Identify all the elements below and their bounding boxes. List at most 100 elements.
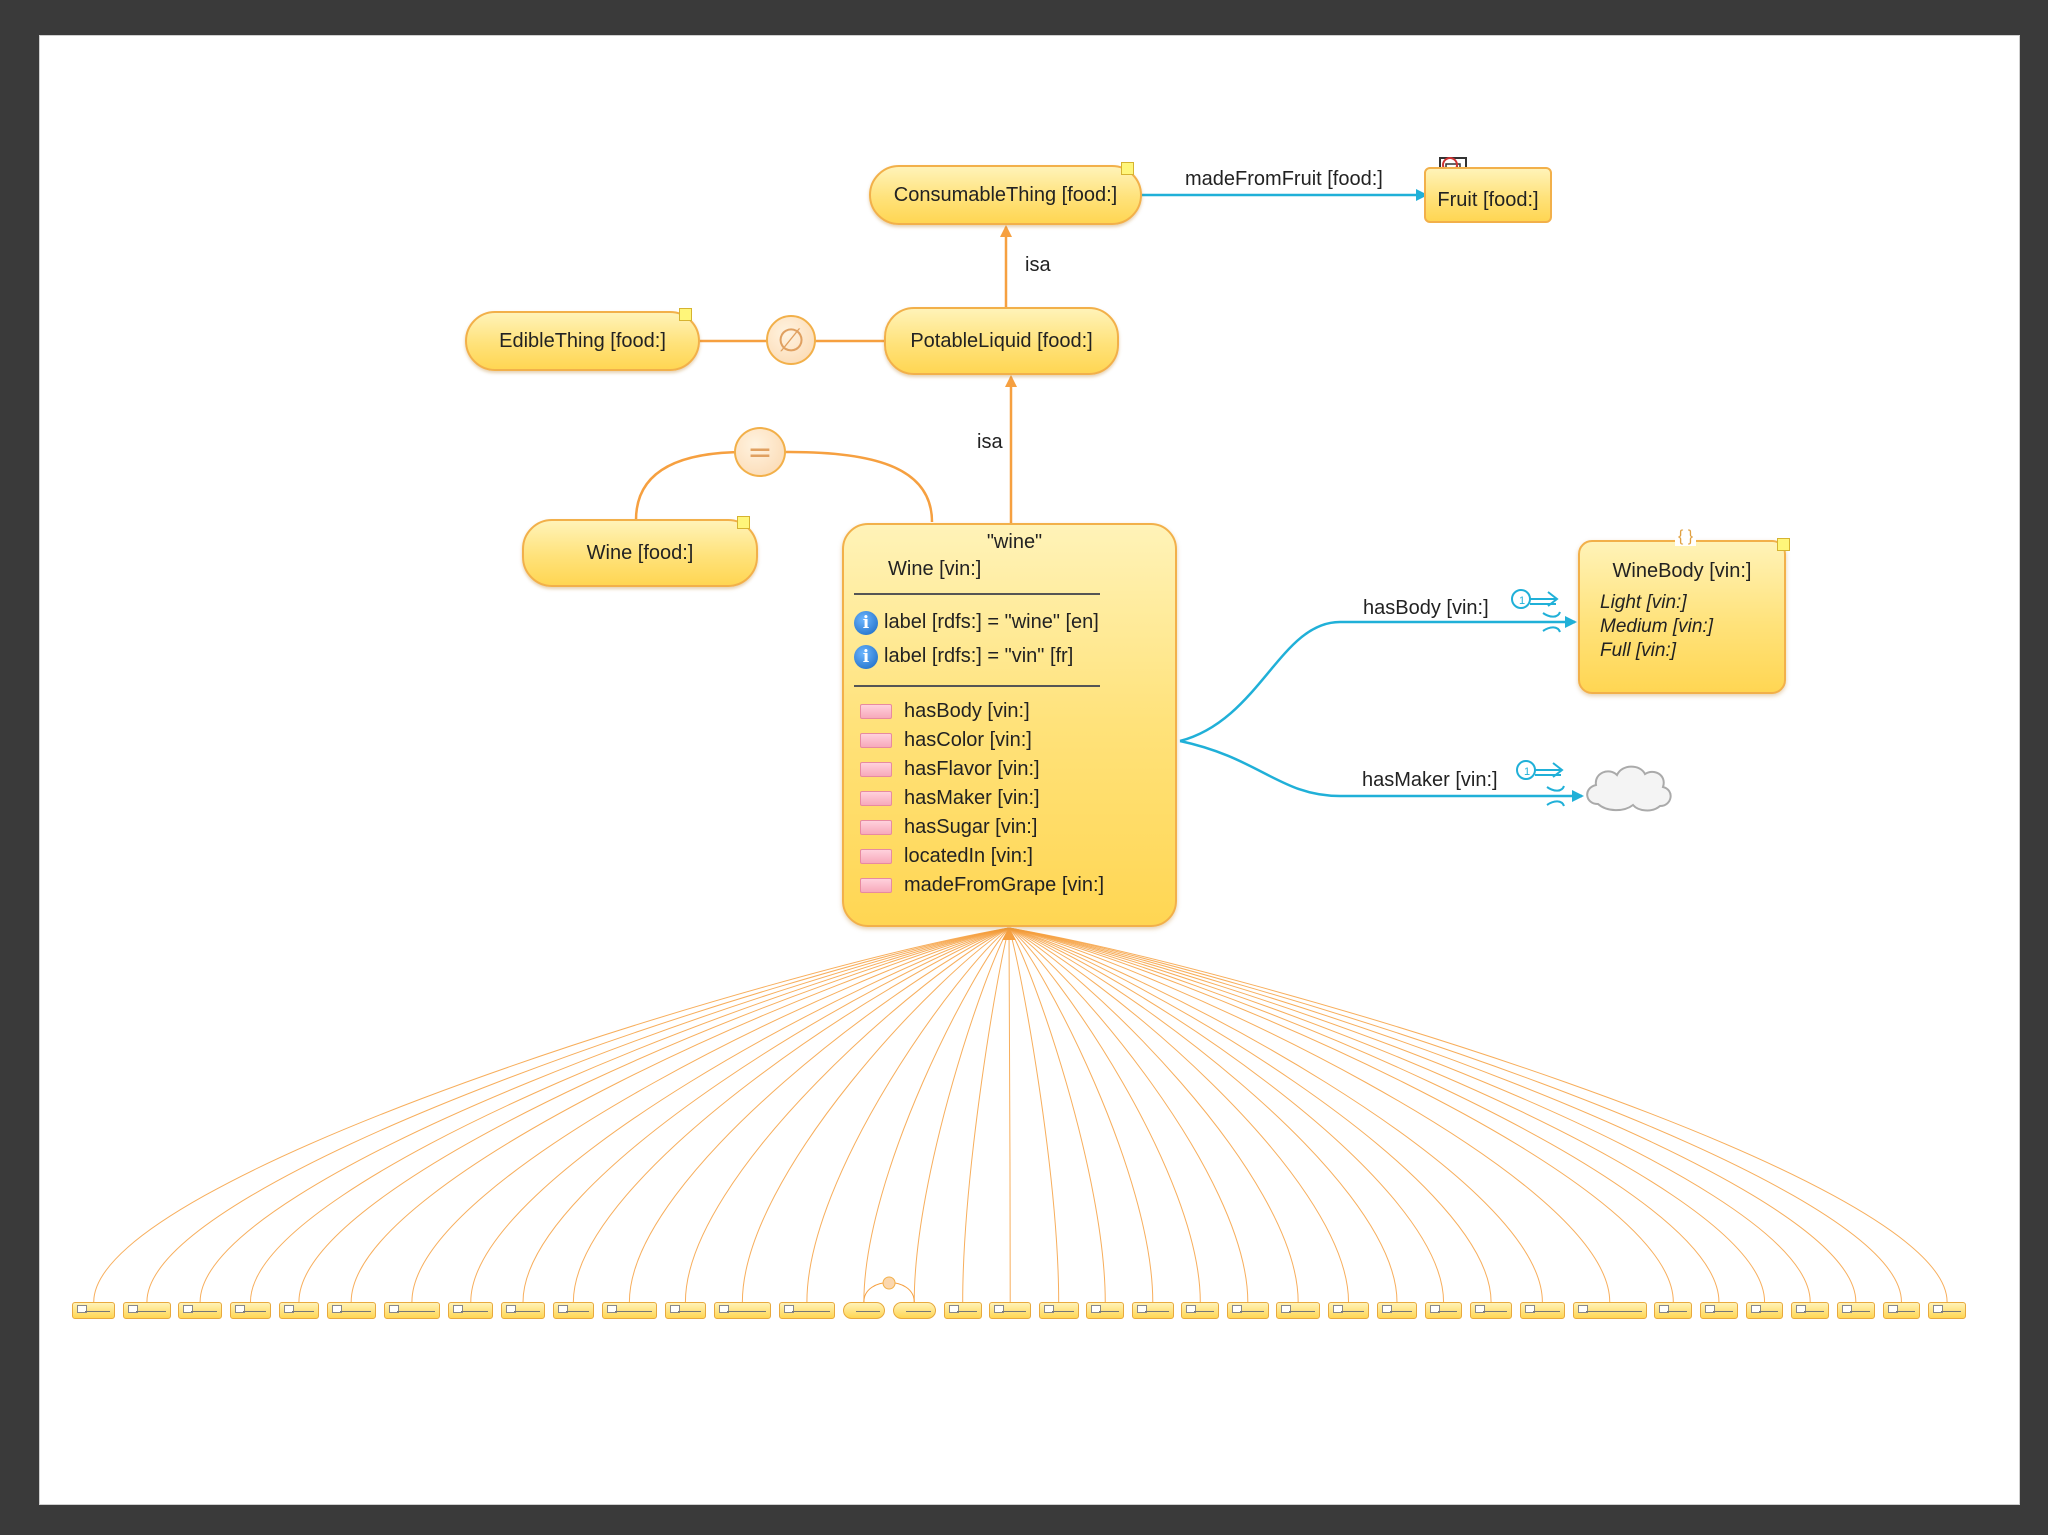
subclass-isa-edge: [1008, 927, 1611, 1303]
subclass-node[interactable]: [1038, 1302, 1079, 1319]
subclass-text-line: [856, 1311, 880, 1312]
subclass-node[interactable]: [178, 1302, 222, 1319]
subclass-node[interactable]: [1424, 1302, 1463, 1319]
subclass-node[interactable]: [1745, 1302, 1784, 1319]
wine-body-node[interactable]: { } WineBody [vin:] Light [vin:]Medium […: [1578, 528, 1790, 694]
has-body-label: hasBody [vin:]: [1363, 597, 1489, 619]
equivalent-symbol[interactable]: =: [734, 427, 786, 477]
equivalent-edge[interactable]: [634, 450, 934, 523]
subclass-icon: [1887, 1305, 1898, 1313]
subclass-text-line: [242, 1311, 267, 1312]
subclass-isa-edge: [1008, 927, 1299, 1303]
subclass-node[interactable]: [1470, 1302, 1512, 1319]
subclass-node[interactable]: [1928, 1302, 1966, 1319]
property-icon: [860, 878, 892, 894]
subclass-node[interactable]: [1227, 1302, 1269, 1319]
property-row[interactable]: hasMaker [vin:]: [860, 784, 1175, 813]
subclass-isa-edge: [1008, 927, 1766, 1303]
subclass-node[interactable]: [843, 1302, 885, 1319]
equivalent-glyph: =: [747, 434, 773, 470]
subclass-node[interactable]: [229, 1302, 272, 1319]
subclass-node[interactable]: [1519, 1302, 1566, 1319]
subclass-icon: [606, 1305, 617, 1313]
subclass-node[interactable]: [1572, 1302, 1647, 1319]
subclass-node[interactable]: [326, 1302, 376, 1319]
subclass-node[interactable]: [664, 1302, 707, 1319]
subclass-node[interactable]: [552, 1302, 595, 1319]
subclass-node[interactable]: [892, 1302, 936, 1319]
isa-label-upper: isa: [1025, 254, 1051, 276]
subclass-node[interactable]: [943, 1302, 982, 1319]
subclass-icon: [1186, 1305, 1197, 1313]
subclass-node[interactable]: [123, 1302, 171, 1319]
subclass-icon: [506, 1305, 517, 1313]
subclass-node[interactable]: [1327, 1302, 1370, 1319]
subclass-node[interactable]: [448, 1302, 494, 1319]
subclass-node[interactable]: [383, 1302, 441, 1319]
subclass-node[interactable]: [989, 1302, 1031, 1319]
has-maker-edge[interactable]: [1179, 739, 1584, 802]
property-row[interactable]: hasFlavor [vin:]: [860, 755, 1175, 784]
subclass-node[interactable]: [1181, 1302, 1220, 1319]
subclass-node[interactable]: [1276, 1302, 1320, 1319]
fruit-node[interactable]: Fruit [food:]: [1424, 167, 1552, 223]
has-body-edge[interactable]: [1179, 616, 1577, 743]
subclass-node[interactable]: [778, 1302, 836, 1319]
wine-body-value[interactable]: Full [vin:]: [1600, 640, 1677, 661]
subclass-node[interactable]: [1836, 1302, 1875, 1319]
subclass-node[interactable]: [1131, 1302, 1174, 1319]
subclass-isa-edge: [199, 927, 1010, 1303]
wine-food-label: Wine [food:]: [586, 541, 694, 564]
subclass-node[interactable]: [601, 1302, 657, 1319]
subclass-node[interactable]: [1700, 1302, 1738, 1319]
subclass-icon: [1043, 1305, 1054, 1313]
subclass-node[interactable]: [1086, 1302, 1125, 1319]
subclass-node[interactable]: [279, 1302, 319, 1319]
subclass-isa-edge: [470, 927, 1010, 1303]
property-list: hasBody [vin:]hasColor [vin:]hasFlavor […: [844, 697, 1175, 900]
info-icon: i: [854, 644, 878, 669]
annotation-text: label [rdfs:] = "vin" [fr]: [884, 645, 1074, 667]
property-row[interactable]: hasSugar [vin:]: [860, 813, 1175, 842]
edible-thing-node[interactable]: EdibleThing [food:]: [465, 308, 700, 371]
subclass-node[interactable]: [1882, 1302, 1921, 1319]
wine-body-value[interactable]: Light [vin:]: [1600, 592, 1687, 613]
node-corner-marker: [679, 308, 692, 321]
consumable-thing-node[interactable]: ConsumableThing [food:]: [869, 162, 1142, 225]
disjoint-symbol[interactable]: ∅: [766, 315, 816, 365]
wine-food-node[interactable]: Wine [food:]: [522, 516, 758, 587]
oneof-icon: { }: [1675, 528, 1697, 546]
subclass-text-line: [791, 1311, 831, 1312]
subclass-node[interactable]: [714, 1302, 771, 1319]
subclass-text-line: [339, 1311, 371, 1312]
subclass-node[interactable]: [1791, 1302, 1830, 1319]
annotation-row[interactable]: i label [rdfs:] = "vin" [fr]: [854, 639, 1175, 673]
property-name: madeFromGrape [vin:]: [904, 874, 1105, 896]
wine-class-title: "wine": [986, 531, 1043, 553]
property-row[interactable]: hasColor [vin:]: [860, 726, 1175, 755]
property-icon: [860, 820, 892, 836]
subclass-isa-edge: [1008, 927, 1720, 1303]
subclass-text-line: [1713, 1311, 1733, 1312]
subclass-node[interactable]: [1377, 1302, 1417, 1319]
subclass-isa-edge: [1008, 927, 1398, 1303]
potable-liquid-node[interactable]: PotableLiquid [food:]: [884, 307, 1119, 375]
wine-body-value[interactable]: Medium [vin:]: [1600, 616, 1713, 637]
subclass-node[interactable]: [1654, 1302, 1693, 1319]
property-row[interactable]: locatedIn [vin:]: [860, 842, 1175, 871]
anonymous-class-cloud-icon[interactable]: [1586, 765, 1672, 812]
subclass-text-line: [677, 1311, 702, 1312]
property-row[interactable]: hasBody [vin:]: [860, 697, 1175, 726]
subclass-isa-edge: [1008, 927, 1011, 1303]
subclass-fan-edges: [93, 927, 1948, 1303]
subclass-node[interactable]: [72, 1302, 116, 1319]
property-row[interactable]: madeFromGrape [vin:]: [860, 871, 1175, 900]
subclass-icon: [453, 1305, 464, 1313]
subclass-node[interactable]: [501, 1302, 545, 1319]
potable-liquid-label: PotableLiquid [food:]: [910, 329, 1093, 352]
subclass-icon: [1750, 1305, 1761, 1313]
